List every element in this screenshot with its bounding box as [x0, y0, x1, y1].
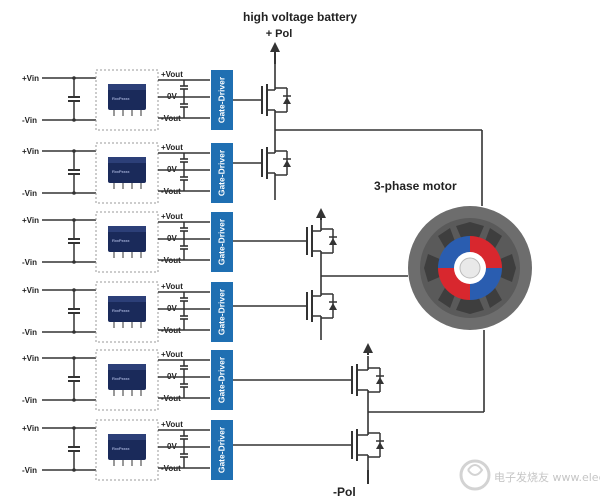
- vout-pos-label: +Vout: [161, 212, 183, 221]
- vin-neg-label: -Vin: [22, 258, 37, 267]
- gate-driver: Gate-Driver: [211, 420, 233, 480]
- vout-pos-label: +Vout: [161, 282, 183, 291]
- dc-converter-chip: RxxPxxxx: [108, 226, 146, 258]
- vin-neg-label: -Vin: [22, 396, 37, 405]
- dc-converter-chip: RxxPxxxx: [108, 364, 146, 396]
- vout-pos-label: +Vout: [161, 420, 183, 429]
- motor: [408, 206, 532, 330]
- svg-text:Gate-Driver: Gate-Driver: [216, 288, 226, 335]
- vin-neg-label: -Vin: [22, 328, 37, 337]
- svg-text:RxxPxxxx: RxxPxxxx: [112, 169, 130, 174]
- motor-label: 3-phase motor: [374, 179, 457, 193]
- svg-text:RxxPxxxx: RxxPxxxx: [112, 446, 130, 451]
- vin-pos-label: +Vin: [22, 286, 39, 295]
- svg-text:RxxPxxxx: RxxPxxxx: [112, 96, 130, 101]
- gate-driver: Gate-Driver: [211, 70, 233, 130]
- dc-converter-chip: RxxPxxxx: [108, 434, 146, 466]
- vin-pos-label: +Vin: [22, 216, 39, 225]
- vin-neg-label: -Vin: [22, 466, 37, 475]
- neg-pol-label: -Pol: [333, 485, 356, 499]
- pos-arrow: [316, 208, 326, 218]
- pos-arrow: [270, 42, 280, 52]
- vin-pos-label: +Vin: [22, 147, 39, 156]
- svg-text:RxxPxxxx: RxxPxxxx: [112, 308, 130, 313]
- vout-pos-label: +Vout: [161, 70, 183, 79]
- gate-driver: Gate-Driver: [211, 143, 233, 203]
- svg-text:Gate-Driver: Gate-Driver: [216, 356, 226, 403]
- svg-text:电子发烧友 www.elecfans.com: 电子发烧友 www.elecfans.com: [494, 470, 600, 484]
- vout-pos-label: +Vout: [161, 143, 183, 152]
- vout-pos-label: +Vout: [161, 350, 183, 359]
- vin-pos-label: +Vin: [22, 424, 39, 433]
- svg-text:RxxPxxxx: RxxPxxxx: [112, 238, 130, 243]
- gate-driver: Gate-Driver: [211, 350, 233, 410]
- watermark: 电子发烧友 www.elecfans.com: [459, 459, 600, 491]
- mosfet-4: [233, 276, 337, 340]
- vin-pos-label: +Vin: [22, 74, 39, 83]
- gate-driver: Gate-Driver: [211, 212, 233, 272]
- svg-text:Gate-Driver: Gate-Driver: [216, 426, 226, 473]
- vin-pos-label: +Vin: [22, 354, 39, 363]
- dc-converter-chip: RxxPxxxx: [108, 84, 146, 116]
- svg-text:Gate-Driver: Gate-Driver: [216, 149, 226, 196]
- vin-neg-label: -Vin: [22, 189, 37, 198]
- svg-text:RxxPxxxx: RxxPxxxx: [112, 376, 130, 381]
- pos-arrow: [363, 343, 373, 353]
- battery-label: high voltage battery: [243, 10, 357, 24]
- mosfet-1: [233, 64, 291, 130]
- mosfet-3: [233, 218, 337, 276]
- svg-text:Gate-Driver: Gate-Driver: [216, 218, 226, 265]
- battery-pos-label: + Pol: [266, 28, 293, 40]
- dc-converter-chip: RxxPxxxx: [108, 157, 146, 189]
- mosfet-2: [233, 130, 291, 200]
- mosfet-5: [233, 356, 384, 412]
- gate-driver: Gate-Driver: [211, 282, 233, 342]
- dc-converter-chip: RxxPxxxx: [108, 296, 146, 328]
- mosfet-6: [233, 412, 384, 470]
- vin-neg-label: -Vin: [22, 116, 37, 125]
- svg-text:Gate-Driver: Gate-Driver: [216, 76, 226, 123]
